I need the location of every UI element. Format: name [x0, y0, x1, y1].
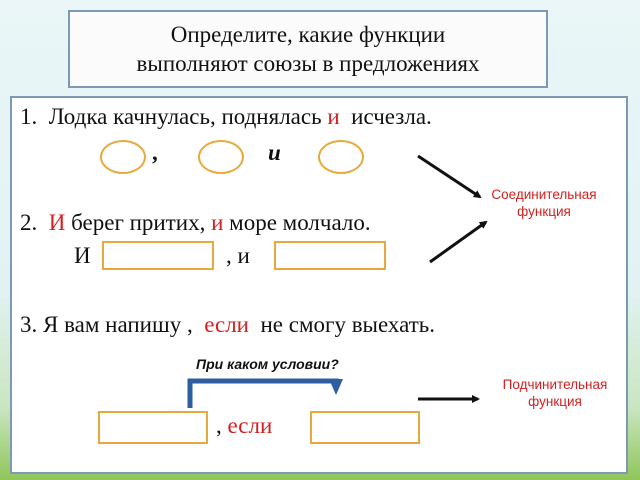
scheme-3-connector: , если	[216, 413, 272, 439]
sentence-2-suffix: море молчало.	[223, 210, 371, 235]
scheme-2-box-1	[102, 241, 214, 270]
subordinating-function-label: Подчинительная функция	[480, 376, 630, 410]
sentence-2-conjunction-2: и	[211, 210, 224, 235]
sentence-3-suffix: не смогу выехать.	[248, 312, 436, 337]
subordinating-label-line-1: Подчинительная	[502, 377, 608, 392]
sentence-1-suffix: исчезла.	[339, 104, 432, 129]
arrow-sentence-1-to-coordinating	[417, 154, 482, 199]
coordinating-label-line-1: Соединительная	[491, 187, 597, 202]
coordinating-function-label: Соединительная функция	[485, 186, 603, 220]
sentence-1-conjunction: и	[327, 104, 340, 129]
sentence-3-prefix: 3. Я вам напишу ,	[20, 312, 205, 337]
scheme-1-circle-2	[198, 140, 244, 174]
title-line-2: выполняют союзы в предложениях	[136, 51, 480, 76]
arrow-sentence-2-to-coordinating	[429, 220, 488, 264]
subordinating-label-line-2: функция	[528, 394, 582, 409]
title-box: Определите, какие функции выполняют союз…	[68, 10, 548, 88]
sentence-2-conjunction-1: И	[48, 210, 66, 235]
scheme-1-circle-1	[100, 140, 146, 174]
scheme-3-box-2	[310, 411, 420, 444]
scheme-3-comma: ,	[216, 413, 222, 438]
sentence-2-middle: берег притих,	[65, 210, 212, 235]
sentence-2: 2. И берег притих, и море молчало.	[20, 210, 371, 236]
sentence-3-conjunction: если	[204, 312, 249, 337]
sentence-1-prefix: 1. Лодка качнулась, поднялась	[20, 104, 328, 129]
scheme-1-comma: ,	[152, 140, 158, 165]
sentence-2-number: 2.	[20, 210, 49, 235]
scheme-1-conjunction: и	[268, 140, 281, 165]
scheme-2-box-2	[274, 241, 386, 270]
question-arrow	[187, 378, 343, 408]
sentence-3: 3. Я вам напишу , если не смогу выехать.	[20, 312, 435, 338]
scheme-1-circle-3	[318, 140, 364, 174]
sentence-1: 1. Лодка качнулась, поднялась и исчезла.	[20, 104, 432, 130]
title-line-1: Определите, какие функции	[170, 22, 446, 47]
coordinating-label-line-2: функция	[517, 204, 571, 219]
scheme-2-start: И	[74, 243, 91, 268]
scheme-3-box-1	[98, 411, 208, 444]
scheme-3-conjunction: если	[227, 413, 273, 438]
scheme-2-middle: , и	[226, 243, 250, 268]
question-label: При каком условии?	[196, 356, 339, 372]
